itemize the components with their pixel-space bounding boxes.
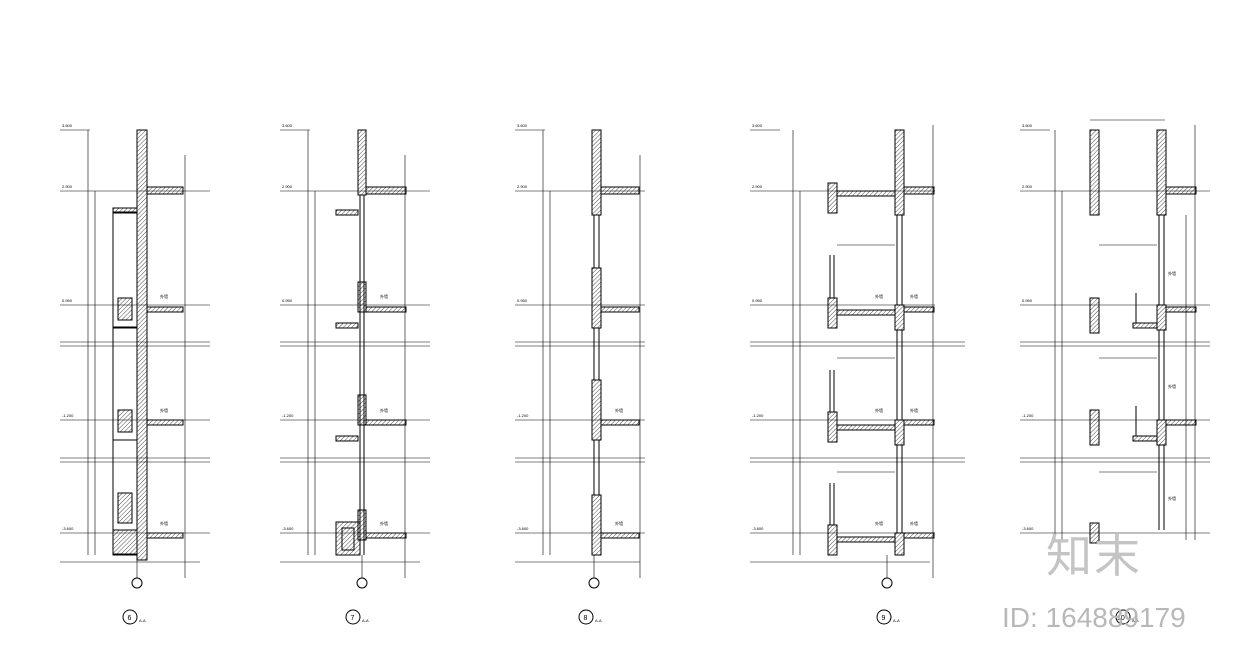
svg-text:2.900: 2.900: [1022, 184, 1033, 189]
svg-text:外墙: 外墙: [160, 407, 168, 413]
section-6: 3.600 2.900 0.950 -1.200 -3.600 外墙 外墙 外墙: [60, 123, 210, 589]
svg-text:-1.200: -1.200: [282, 413, 294, 418]
svg-text:-3.600: -3.600: [752, 526, 764, 531]
svg-text:-3.600: -3.600: [62, 526, 74, 531]
svg-text:-3.600: -3.600: [517, 526, 529, 531]
svg-text:-1.200: -1.200: [1022, 413, 1034, 418]
svg-text:外墙: 外墙: [875, 407, 883, 413]
section-sub: A-A: [1132, 618, 1139, 623]
svg-text:外墙: 外墙: [615, 407, 623, 413]
svg-text:外墙: 外墙: [615, 520, 623, 526]
watermark-id: ID: 164889179: [1002, 602, 1186, 633]
svg-text:0.950: 0.950: [517, 298, 528, 303]
section-number: 10: [1117, 615, 1125, 622]
section-number: 8: [584, 615, 588, 622]
svg-text:外墙: 外墙: [1168, 270, 1176, 276]
svg-text:-1.200: -1.200: [752, 413, 764, 418]
svg-text:0.950: 0.950: [752, 298, 763, 303]
svg-text:3.600: 3.600: [62, 123, 73, 128]
section-label-9: 9 A-A: [876, 609, 900, 625]
svg-text:外墙: 外墙: [160, 520, 168, 526]
svg-text:3.600: 3.600: [1022, 123, 1033, 128]
section-sub: A-A: [893, 618, 900, 623]
svg-text:3.600: 3.600: [282, 123, 293, 128]
section-sub: A-A: [139, 618, 146, 623]
section-number: 9: [882, 615, 886, 622]
svg-text:外墙: 外墙: [910, 520, 918, 526]
section-10: 3.600 2.900 0.950 -1.200 -3.600 外墙 外墙 外墙: [1020, 119, 1210, 544]
svg-text:-1.200: -1.200: [62, 413, 74, 418]
svg-text:2.900: 2.900: [517, 184, 528, 189]
svg-text:-3.600: -3.600: [1022, 526, 1034, 531]
svg-text:-1.200: -1.200: [517, 413, 529, 418]
svg-text:0.950: 0.950: [282, 298, 293, 303]
svg-text:外墙: 外墙: [380, 520, 388, 526]
svg-text:2.900: 2.900: [282, 184, 293, 189]
svg-text:-3.600: -3.600: [282, 526, 294, 531]
section-number: 6: [128, 615, 132, 622]
svg-text:2.900: 2.900: [752, 184, 763, 189]
section-9: 3.600 2.900 0.950 -1.200 -3.600 外墙 外墙 外墙…: [750, 123, 965, 589]
section-label-7: 7 A-A: [345, 609, 369, 625]
svg-text:3.600: 3.600: [752, 123, 763, 128]
section-8: 3.600 2.900 0.950 -1.200 -3.600 外墙 外墙: [515, 123, 645, 589]
section-number: 7: [351, 615, 355, 622]
svg-text:外墙: 外墙: [875, 520, 883, 526]
svg-text:外墙: 外墙: [875, 293, 883, 299]
section-7: 3.600 2.900 0.950 -1.200 -3.600 外墙 外墙 外墙: [280, 123, 430, 589]
svg-text:外墙: 外墙: [380, 407, 388, 413]
svg-text:外墙: 外墙: [1168, 383, 1176, 389]
section-sub: A-A: [362, 618, 369, 623]
svg-text:外墙: 外墙: [910, 407, 918, 413]
section-label-6: 6 A-A: [122, 609, 146, 625]
svg-text:3.600: 3.600: [517, 123, 528, 128]
svg-text:外墙: 外墙: [1168, 495, 1176, 501]
svg-text:外墙: 外墙: [910, 293, 918, 299]
section-label-10: 10 A-A: [1115, 609, 1139, 625]
section-label-8: 8 A-A: [578, 609, 602, 625]
svg-text:0.950: 0.950: [1022, 298, 1033, 303]
svg-text:外墙: 外墙: [380, 293, 388, 299]
svg-text:2.900: 2.900: [62, 184, 73, 189]
svg-text:外墙: 外墙: [160, 293, 168, 299]
watermark-logo: 知末: [1046, 530, 1142, 582]
section-sub: A-A: [595, 618, 602, 623]
svg-text:0.950: 0.950: [62, 298, 73, 303]
